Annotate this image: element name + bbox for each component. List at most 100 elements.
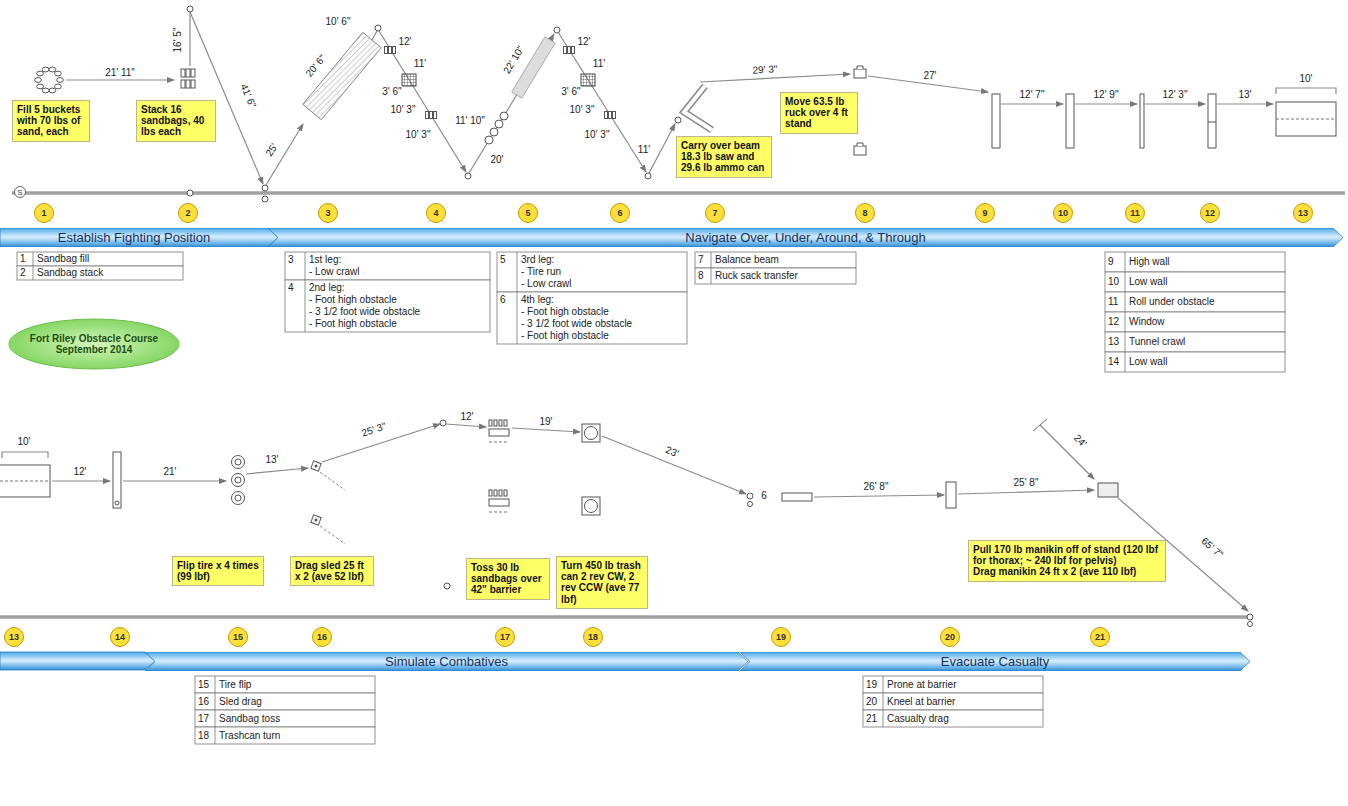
course-drawing [181, 69, 195, 77]
course-drawing [311, 461, 321, 471]
table-cell: 16 [198, 696, 209, 708]
sandbag [37, 84, 44, 89]
course-drawing [0, 615, 1250, 619]
table-cell: Tire flip [219, 679, 251, 691]
banner-arrow [0, 228, 278, 247]
table-cell: 1st leg: [309, 254, 341, 266]
callout-box: Pull 170 lb manikin off of stand (120 lb… [968, 540, 1166, 582]
course-drawing [303, 32, 381, 119]
course-drawing [320, 526, 345, 544]
callout-box: Fill 5 buckets with 70 lbs of sand, each [12, 100, 90, 142]
node-text: 3 [325, 208, 330, 218]
course-drawing [115, 501, 119, 505]
table-cell: 14 [1108, 356, 1119, 368]
table-row [497, 292, 687, 344]
table-cell: Kneel at barrier [887, 696, 955, 708]
table-cell: - Low crawl [309, 266, 360, 278]
table-cell: High wall [1129, 256, 1170, 268]
node-text: 9 [982, 208, 987, 218]
course-drawing [311, 515, 321, 525]
dimension-label: 22' 10" [500, 43, 527, 77]
table-cell: 4th leg: [521, 294, 554, 306]
course-drawing [123, 480, 226, 481]
callout-box: Flip tire x 4 times (99 lbf) [172, 556, 264, 586]
sandbag [42, 67, 49, 72]
dimension-label: 24' [1070, 431, 1089, 450]
table-row [863, 676, 1043, 693]
course-drawing [782, 493, 812, 501]
node-text: 19 [776, 632, 786, 642]
course-drawing [1217, 103, 1273, 104]
table-cell: Low wall [1129, 276, 1167, 288]
course-drawing [512, 428, 580, 432]
dimension-label: 27' [922, 70, 937, 82]
banner-arrow [740, 652, 1250, 671]
station-number: 13 [4, 627, 24, 647]
node-text: 15 [233, 632, 243, 642]
table-divider [711, 252, 712, 268]
station-number: 14 [110, 627, 130, 647]
node-text: 1 [41, 208, 46, 218]
table-cell: 17 [198, 713, 209, 725]
table-cell: 13 [1108, 336, 1119, 348]
course-drawing [440, 420, 446, 426]
table-cell: Sandbag stack [37, 267, 103, 279]
table-cell: Window [1129, 316, 1165, 328]
table-row [497, 252, 687, 292]
course-drawing [564, 47, 575, 54]
dimension-label: 21' [162, 466, 177, 478]
table-cell: 5 [500, 254, 506, 266]
node-text: 14 [115, 632, 125, 642]
course-drawing [500, 112, 508, 120]
course-drawing [372, 31, 377, 40]
table-cell: 19 [866, 679, 877, 691]
sandbag [49, 88, 56, 93]
table-row [863, 710, 1043, 727]
node-text: Turn 450 lb trash can 2 rev CW, 2 rev CC… [561, 560, 643, 605]
table-divider [215, 710, 216, 727]
station-number: 1 [34, 203, 54, 223]
table-cell: Sandbag toss [219, 713, 280, 725]
table-row [285, 252, 490, 280]
table-divider [215, 727, 216, 744]
table-row [863, 693, 1043, 710]
station-number: 16 [312, 627, 332, 647]
course-paths [0, 6, 1336, 611]
course-drawing [582, 424, 600, 442]
course-drawing [1066, 94, 1074, 148]
course-drawing [232, 474, 245, 487]
callout-box: Carry over beam 18.3 lb saw and 29.6 lb … [676, 136, 772, 178]
table-cell: 18 [198, 730, 209, 742]
station-number: 8 [855, 203, 875, 223]
table-cell: - Foot high obstacle [521, 306, 609, 318]
table-cell: 4 [288, 282, 294, 294]
station-number: 2 [178, 203, 198, 223]
dimension-label: 11' [592, 58, 606, 70]
table-divider [215, 693, 216, 710]
table-cell: 11 [1108, 296, 1118, 308]
node-text: Pull 170 lb manikin off of stand (120 lb… [973, 544, 1161, 566]
table-row [195, 693, 375, 710]
node-text: 7 [712, 208, 717, 218]
dimension-label: 3' 6" [560, 86, 581, 98]
course-drawing [675, 117, 681, 123]
table-cell: 9 [1108, 256, 1114, 268]
course-drawing [246, 468, 308, 474]
course-drawing [946, 482, 956, 508]
table-cell: - Foot high obstacle [309, 294, 397, 306]
course-drawing [189, 12, 190, 66]
station-number: 19 [771, 627, 791, 647]
dimension-label: 12' 7" [1019, 89, 1046, 101]
dimension-label: 12' 9" [1093, 89, 1120, 101]
start-marker: S [14, 186, 26, 198]
course-drawing [187, 190, 193, 196]
course-drawing [748, 502, 753, 507]
course-drawing [649, 124, 675, 173]
table-divider [711, 268, 712, 284]
table-cell: 7 [698, 254, 704, 266]
node-text: Fill 5 buckets with 70 lbs of sand, each [17, 104, 85, 138]
table-cell: Sandbag fill [37, 253, 89, 265]
table-divider [305, 252, 306, 280]
station-number: 5 [518, 203, 538, 223]
table-row [195, 727, 375, 744]
